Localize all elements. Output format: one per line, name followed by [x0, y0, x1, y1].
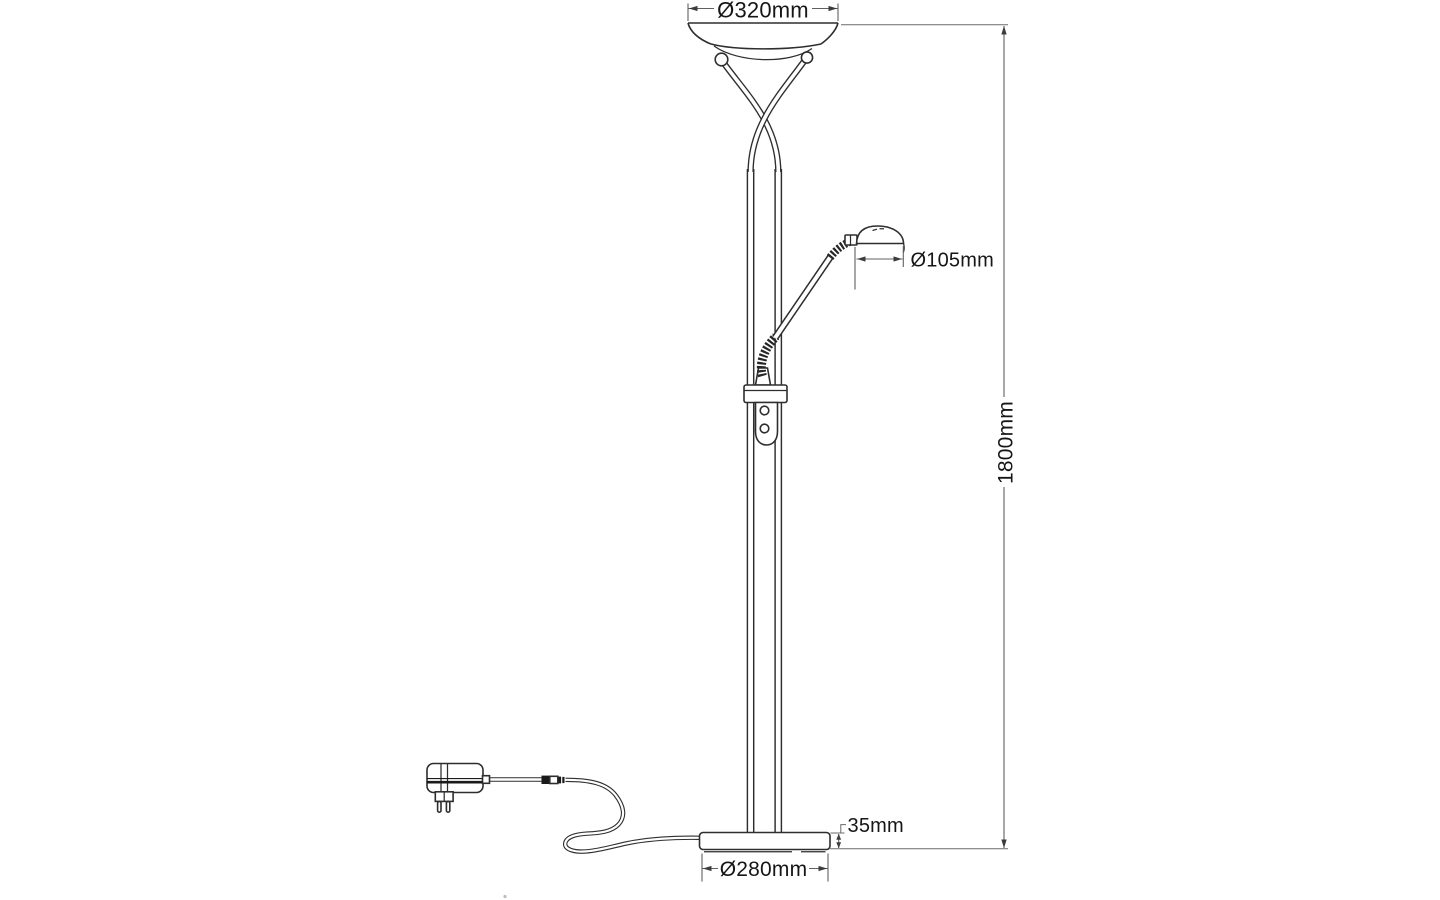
dimension-shade-diameter: Ø320mm [687, 0, 839, 23]
label-total-height: 1800mm [995, 401, 1018, 484]
power-cord [489, 775, 701, 854]
cord-loop [563, 777, 701, 854]
reading-arm [754, 225, 905, 386]
support-ball-right [800, 51, 814, 64]
head-vents [872, 228, 884, 232]
plug-body [426, 762, 484, 794]
switch-housing [743, 384, 788, 446]
dimension-reading-head: Ø105mm [854, 246, 994, 290]
dimmer-knob-1 [759, 405, 770, 416]
label-base-thickness: 35mm [848, 815, 904, 837]
support-ball-left [714, 52, 729, 67]
base-disc [698, 831, 831, 851]
uplighter-shade [687, 22, 839, 61]
reading-head-dome [855, 225, 905, 245]
dimension-total-height: 1800mm [830, 24, 1018, 850]
plug-pin-right [445, 800, 451, 814]
plug-pin-left [436, 800, 442, 814]
twin-pole [746, 169, 783, 833]
dimmer-knob-2 [759, 423, 770, 434]
base-plate [698, 831, 831, 853]
label-base-diameter: Ø280mm [720, 858, 808, 881]
label-reading-head-diameter: Ø105mm [911, 250, 994, 272]
dimension-base-thickness: 35mm [830, 815, 904, 849]
plug-strain-relief [481, 774, 491, 785]
cord-connector [541, 775, 550, 784]
power-adapter-plug [426, 762, 491, 814]
gooseneck-lower [756, 333, 780, 378]
dimension-base-diameter: Ø280mm [701, 853, 829, 882]
crossing-arms [720, 58, 808, 173]
print-speck [503, 894, 507, 899]
switch-collar [743, 384, 788, 404]
label-shade-diameter: Ø320mm [717, 0, 809, 23]
